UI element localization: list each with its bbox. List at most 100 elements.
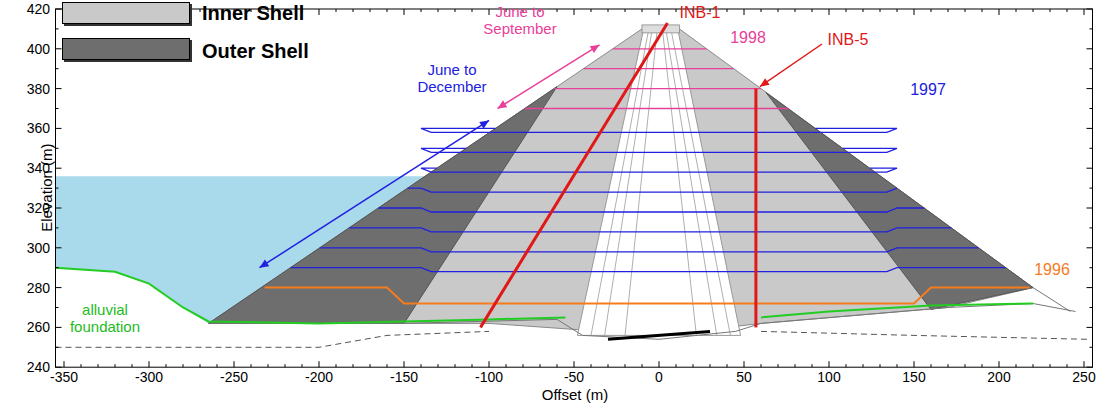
x-tick [999,9,1000,15]
y-tick [56,367,62,368]
tick-label: 0 [655,369,663,385]
y-tick [56,148,59,149]
x-tick [1084,9,1085,15]
x-tick [557,9,558,12]
tick-label: 320 [27,200,50,216]
x-tick [404,9,405,15]
tick-label: 360 [27,120,50,136]
foundation-label: alluvial foundation [64,301,146,336]
x-tick [727,9,728,12]
instrument-label: INB-5 [828,31,869,49]
lift-1997 [408,188,897,192]
y-tick [56,287,62,288]
x-tick [285,364,286,367]
x-tick [115,364,116,367]
x-tick [319,9,320,15]
x-tick [931,364,932,367]
x-tick [931,9,932,12]
period-arrow [260,120,490,267]
instrument-label: INB-1 [680,4,721,22]
filter-zone-line [662,29,696,335]
x-tick [387,364,388,367]
x-tick [642,9,643,12]
arrow-head [260,259,270,267]
core [577,29,740,336]
legend-label: Inner Shell [202,2,304,25]
x-tick [880,364,881,367]
x-tick [421,9,422,12]
x-tick [1033,364,1034,367]
x-tick [166,364,167,367]
x-tick [1050,364,1051,367]
x-tick [489,361,490,367]
x-tick [829,361,830,367]
grout-curtain [608,331,710,339]
inner-shell [209,29,1034,336]
legend-swatch [62,2,190,24]
x-tick [761,9,762,12]
toe-line [1033,288,1070,312]
tick-label: 300 [27,240,50,256]
x-tick [574,361,575,367]
plot-frame [56,9,1093,367]
y-tick [56,48,62,49]
x-tick [625,364,626,367]
lift-1997 [378,208,924,212]
inclinometer-inb5 [754,89,757,328]
bedrock-dashed [761,331,1087,339]
y-tick [56,247,62,248]
y-tick [56,227,59,228]
x-tick [540,364,541,367]
filter-zone-line [625,29,657,335]
tick-label: -50 [564,369,584,385]
x-tick [693,364,694,367]
x-tick [132,364,133,367]
x-tick [727,364,728,367]
tick-label: -200 [305,369,333,385]
x-tick [353,9,354,12]
x-tick [336,364,337,367]
lift-1997 [421,148,897,152]
x-tick [319,361,320,367]
x-tick [642,364,643,367]
x-tick [98,364,99,367]
y-tick [56,307,59,308]
x-tick [846,9,847,12]
filter-zone-line [605,29,653,335]
alluvial-line [761,304,1033,318]
x-tick [183,364,184,367]
tick-label: -250 [220,369,248,385]
x-tick [438,9,439,12]
x-tick [659,9,660,15]
tick-label: 380 [27,81,50,97]
y-tick [1087,208,1093,209]
filter-zone-line [591,29,649,335]
year-label: 1998 [730,29,766,47]
period-arrow [498,45,600,109]
x-tick [676,9,677,12]
filter-zone-line [671,29,731,335]
y-tick [56,188,59,189]
x-tick [880,9,881,12]
x-tick [557,364,558,367]
y-tick [56,28,59,29]
x-tick [200,9,201,12]
x-tick [778,364,779,367]
lift-1996 [265,288,1030,304]
x-tick [608,9,609,12]
period-label: June to December [412,61,492,96]
tick-label: 50 [736,369,752,385]
lift-1997 [320,248,979,252]
y-tick [1087,88,1093,89]
x-tick [1084,361,1085,367]
foundation-line [209,304,1076,340]
x-tick [472,9,473,12]
y-tick [56,208,62,209]
x-tick [897,9,898,12]
x-tick [455,9,456,12]
period-label: June to September [478,3,562,38]
x-tick [506,364,507,367]
y-tick [1090,227,1093,228]
x-tick [744,9,745,15]
